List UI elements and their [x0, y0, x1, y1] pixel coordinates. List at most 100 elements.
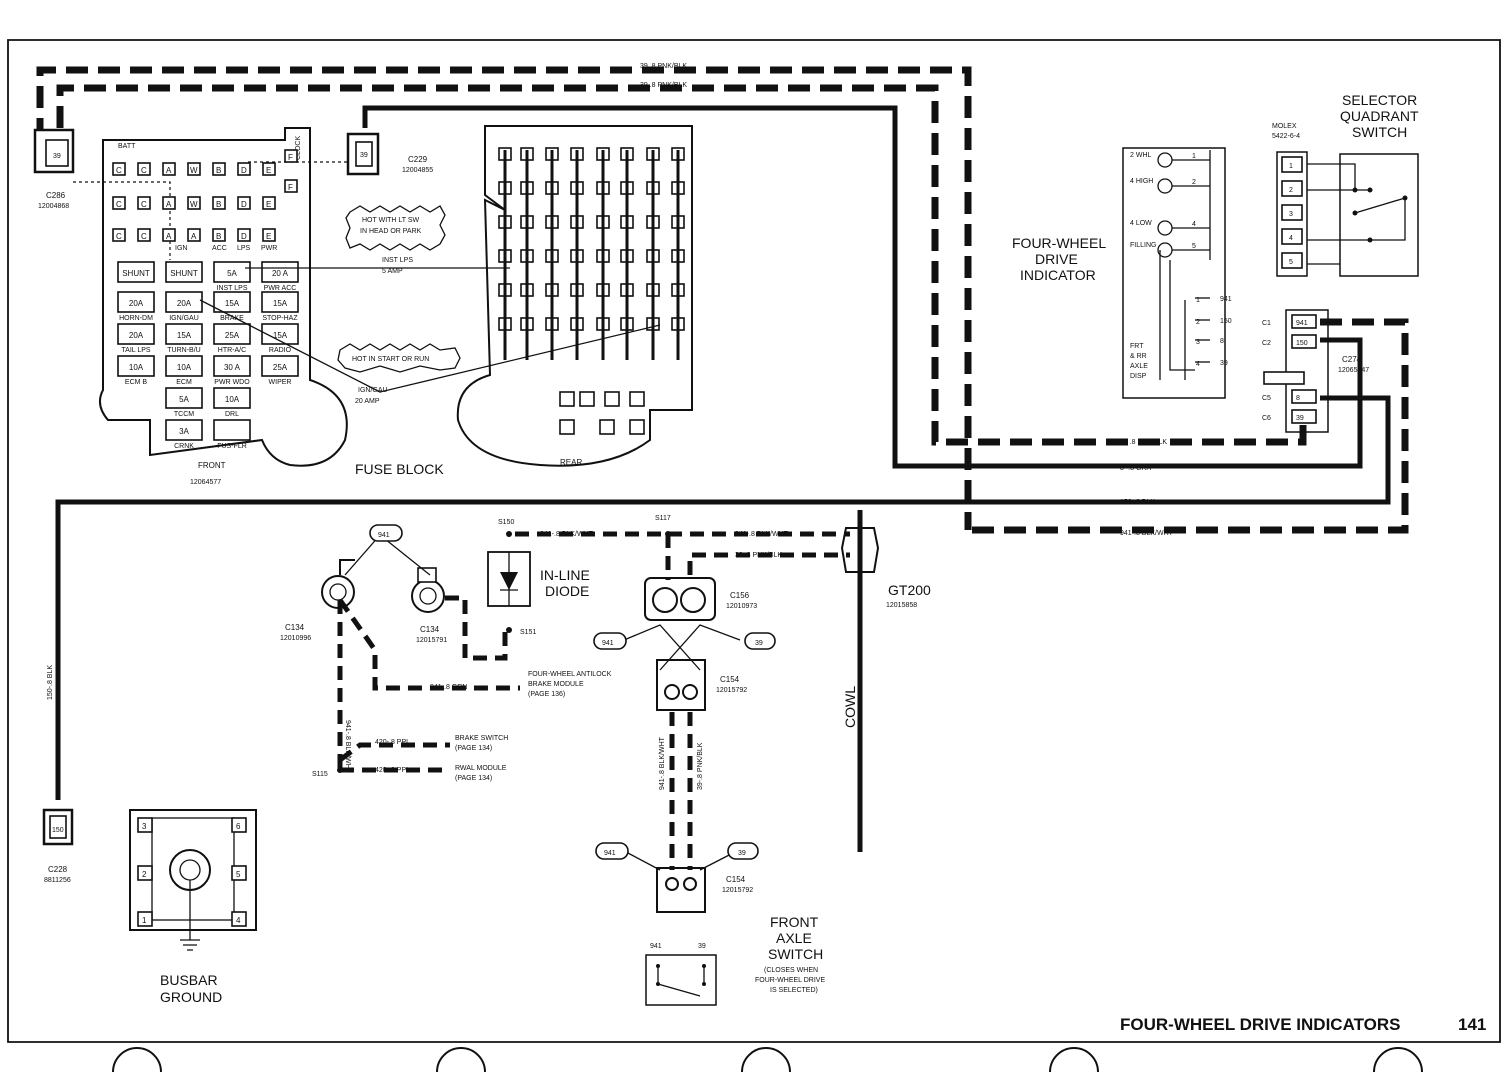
- indicator-lamp: [1157, 220, 1173, 236]
- fuse-label: IGN/GAU: [169, 315, 199, 322]
- fuse-value: 5A: [179, 395, 189, 404]
- svg-text:BRAKE MODULE: BRAKE MODULE: [528, 681, 584, 688]
- rear-terminal: [559, 391, 575, 407]
- svg-text:D: D: [241, 232, 247, 241]
- svg-text:FRONT: FRONT: [770, 914, 819, 930]
- fuse: [165, 261, 203, 283]
- svg-text:S151: S151: [520, 629, 536, 636]
- wire-pnk-c156: [687, 552, 850, 575]
- svg-text:IN-LINE: IN-LINE: [540, 567, 590, 583]
- svg-text:20 AMP: 20 AMP: [355, 398, 380, 405]
- svg-text:A: A: [166, 200, 172, 209]
- indicator-wire: 150: [1220, 318, 1232, 325]
- selector-pin-number: 4: [1289, 235, 1293, 242]
- connector-c274: [1285, 309, 1329, 433]
- connector-c154-top: C154 12015792: [656, 659, 747, 711]
- svg-text:12004855: 12004855: [402, 167, 433, 174]
- fuse-value: 20A: [129, 331, 144, 340]
- svg-text:HOT IN START OR RUN: HOT IN START OR RUN: [352, 356, 429, 363]
- lamp-pin: 4: [1192, 221, 1196, 228]
- svg-text:941-.8 GRN: 941-.8 GRN: [430, 684, 467, 691]
- indicator-wire: 39: [1220, 360, 1228, 367]
- tag-941-c154: 941: [595, 842, 629, 860]
- selector-pin-number: 2: [1289, 187, 1293, 194]
- busbar-pin-number: 2: [142, 870, 147, 879]
- svg-text:IGN: IGN: [175, 245, 187, 252]
- tag-941-c134: 941: [369, 524, 403, 542]
- svg-text:IS SELECTED): IS SELECTED): [770, 987, 818, 994]
- selector-pin: [1281, 252, 1303, 269]
- wire-labels-top: 39 .8 PNK/BLK 39 .8 PNK/BLK 39 .8 PNK/BL…: [640, 63, 1174, 537]
- wire-39-pnk-top-outer: [36, 66, 972, 530]
- svg-text:LPS: LPS: [237, 245, 251, 252]
- svg-text:150: 150: [52, 827, 64, 834]
- svg-text:A: A: [166, 232, 172, 241]
- svg-text:FRT: FRT: [1130, 343, 1144, 350]
- fuse-value: 15A: [273, 299, 288, 308]
- svg-text:C229: C229: [408, 155, 428, 164]
- lamp-pin: 5: [1192, 243, 1196, 250]
- busbar-pin-number: 4: [236, 916, 241, 925]
- brake-switch-label: BRAKE SWITCH (PAGE 134): [455, 735, 508, 752]
- fuse-label: CRNK: [174, 443, 194, 450]
- svg-text:420-.8 PPL: 420-.8 PPL: [375, 739, 410, 746]
- callout-lt-sw: HOT WITH LT SW IN HEAD OR PARK: [345, 205, 446, 251]
- fuse-label: HTR-A/C: [218, 347, 246, 354]
- svg-text:(PAGE 134): (PAGE 134): [455, 775, 492, 782]
- busbar-pin-number: 1: [142, 916, 147, 925]
- svg-text:GT200: GT200: [888, 582, 931, 598]
- fuse-label: PWR ACC: [264, 285, 297, 292]
- lamp-label: FILLING: [1130, 242, 1156, 249]
- svg-text:941-.8 BLK/WHT: 941-.8 BLK/WHT: [1120, 530, 1174, 537]
- svg-text:GROUND: GROUND: [160, 989, 222, 1005]
- inline-diode: IN-LINE DIODE: [487, 551, 590, 607]
- fuse-label: STOP-HAZ: [262, 315, 298, 322]
- svg-text:(CLOSES WHEN: (CLOSES WHEN: [764, 967, 818, 974]
- c274-pin-wire: 39: [1296, 415, 1304, 422]
- rear-block-terminals: [498, 147, 685, 435]
- svg-text:39: 39: [360, 152, 368, 159]
- c156-c154-leaders: [623, 624, 741, 671]
- svg-text:SWITCH: SWITCH: [768, 946, 823, 962]
- fuse-value: 15A: [273, 331, 288, 340]
- selector-title: SELECTOR QUADRANT SWITCH: [1340, 92, 1419, 140]
- fuse-column-labels: IGN ACC LPS PWR: [175, 245, 277, 252]
- svg-text:DISP: DISP: [1130, 373, 1147, 380]
- fuse-value: 25A: [225, 331, 240, 340]
- selector-pin: [1281, 228, 1303, 245]
- c274-pin: [1291, 389, 1317, 404]
- tag-39-c156: 39: [744, 632, 776, 650]
- fuse: [213, 291, 251, 313]
- svg-text:8811256: 8811256: [44, 877, 71, 884]
- svg-text:QUADRANT: QUADRANT: [1340, 108, 1419, 124]
- svg-text:39 .8 PNK/BLK: 39 .8 PNK/BLK: [735, 552, 782, 559]
- connector-c229: 39 C229 12004855: [346, 132, 433, 176]
- front-axle-note: (CLOSES WHEN FOUR-WHEEL DRIVE IS SELECTE…: [755, 967, 825, 994]
- svg-text:S150: S150: [498, 519, 514, 526]
- fuse: [117, 323, 155, 345]
- c274-pin-wire: 8: [1296, 395, 1300, 402]
- svg-text:C154: C154: [720, 675, 740, 684]
- svg-text:12065547: 12065547: [1338, 367, 1369, 374]
- fuse: [213, 261, 251, 283]
- selector-pin-number: 5: [1289, 259, 1293, 266]
- fuse: [213, 323, 251, 345]
- svg-text:C: C: [116, 232, 122, 241]
- svg-text:C228: C228: [48, 865, 68, 874]
- fuse-label: WIPER: [269, 379, 292, 386]
- svg-text:C154: C154: [726, 875, 746, 884]
- svg-text:12004868: 12004868: [38, 203, 69, 210]
- fuse-label: HORN-DM: [119, 315, 153, 322]
- rwal-module-label: RWAL MODULE (PAGE 134): [455, 765, 507, 782]
- busbar-pin: [137, 865, 153, 881]
- svg-text:941: 941: [602, 640, 614, 647]
- busbar-pin-number: 5: [236, 870, 241, 879]
- svg-text:C: C: [141, 232, 147, 241]
- svg-text:A: A: [191, 232, 197, 241]
- svg-text:12015858: 12015858: [886, 602, 917, 609]
- fuse: [165, 323, 203, 345]
- svg-text:941: 941: [378, 532, 390, 539]
- svg-text:C: C: [116, 200, 122, 209]
- svg-text:FOUR-WHEEL: FOUR-WHEEL: [1012, 235, 1106, 251]
- fuse-label: TCCM: [174, 411, 194, 418]
